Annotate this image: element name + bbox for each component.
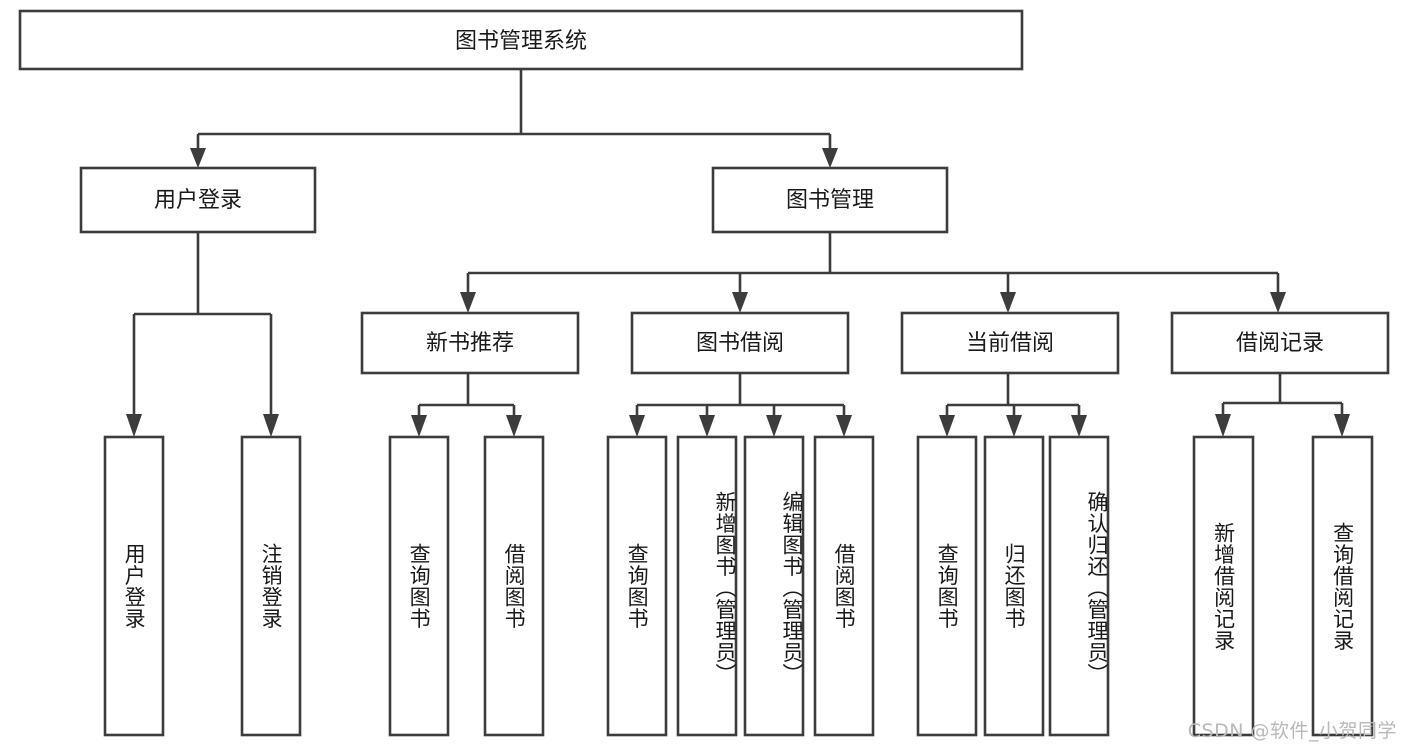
arrow-head-borrow-record [1270, 292, 1286, 313]
connector-layer [126, 70, 1350, 437]
node-leaf-borrow-book-1-box[interactable] [483, 435, 545, 737]
node-leaf-edit-book-box[interactable] [743, 435, 805, 737]
node-root-box[interactable] [18, 9, 1024, 71]
arrow-head-leaf-query-book-2 [629, 415, 645, 437]
node-leaf-confirm-return-box[interactable] [1048, 435, 1110, 737]
node-book-mgmt-box[interactable] [711, 166, 949, 234]
arrow-head-new-book-rec [460, 292, 476, 313]
arrow-head-book-borrow [732, 292, 748, 313]
node-book-borrow-label: 图书借阅 [696, 331, 784, 356]
node-user-login-label: 用户登录 [154, 188, 242, 213]
node-borrow-record-box[interactable] [1170, 311, 1390, 375]
arrow-head-leaf-query-book-3 [939, 415, 955, 437]
node-user-login-box[interactable] [79, 166, 317, 234]
node-leaf-add-record-box[interactable] [1192, 435, 1255, 737]
node-leaf-query-book-3-box[interactable] [916, 435, 978, 737]
arrow-head-leaf-add-record [1215, 414, 1231, 437]
node-book-borrow-box[interactable] [630, 311, 850, 375]
node-leaf-borrow-book-2-box[interactable] [813, 435, 875, 737]
node-new-book-rec-label: 新书推荐 [426, 331, 514, 356]
node-current-borrow-box[interactable] [900, 311, 1120, 375]
node-current-borrow-label: 当前借阅 [966, 331, 1054, 356]
arrow-head-leaf-edit-book [766, 415, 782, 437]
node-leaf-query-book-2-box[interactable] [606, 435, 668, 737]
arrow-head-user-login [190, 148, 206, 168]
node-root-label: 图书管理系统 [455, 29, 587, 54]
arrow-head-book-mgmt [822, 148, 838, 168]
arrow-head-leaf-query-book-1 [411, 415, 427, 437]
node-leaf-return-book-box[interactable] [983, 435, 1045, 737]
arrow-head-leaf-query-record [1334, 414, 1350, 437]
node-leaf-query-record-box[interactable] [1311, 435, 1374, 737]
node-layer: 图书管理系统 用户登录 图书管理 新书推荐 图书借阅 当前借阅 借阅记录 [18, 9, 1390, 737]
arrow-head-leaf-add-book [699, 415, 715, 437]
arrow-head-leaf-user-login [126, 414, 142, 437]
arrow-head-leaf-borrow-book-2 [836, 415, 852, 437]
node-leaf-query-book-1-box[interactable] [388, 435, 450, 737]
node-book-mgmt-label: 图书管理 [786, 188, 874, 213]
arrow-head-leaf-confirm-return [1071, 415, 1087, 437]
csdn-watermark: CSDN @软件_小贺同学 [1187, 720, 1397, 742]
node-leaf-add-book-box[interactable] [676, 435, 738, 737]
node-new-book-rec-box[interactable] [360, 311, 580, 375]
node-leaf-user-login-box[interactable] [103, 435, 165, 737]
node-borrow-record-label: 借阅记录 [1236, 331, 1324, 356]
arrow-head-current-borrow [1000, 292, 1016, 313]
arrow-head-leaf-user-logout [263, 414, 279, 437]
arrow-head-leaf-borrow-book-1 [506, 415, 522, 437]
arrow-head-leaf-return-book [1006, 415, 1022, 437]
node-leaf-user-logout-box[interactable] [240, 435, 302, 737]
